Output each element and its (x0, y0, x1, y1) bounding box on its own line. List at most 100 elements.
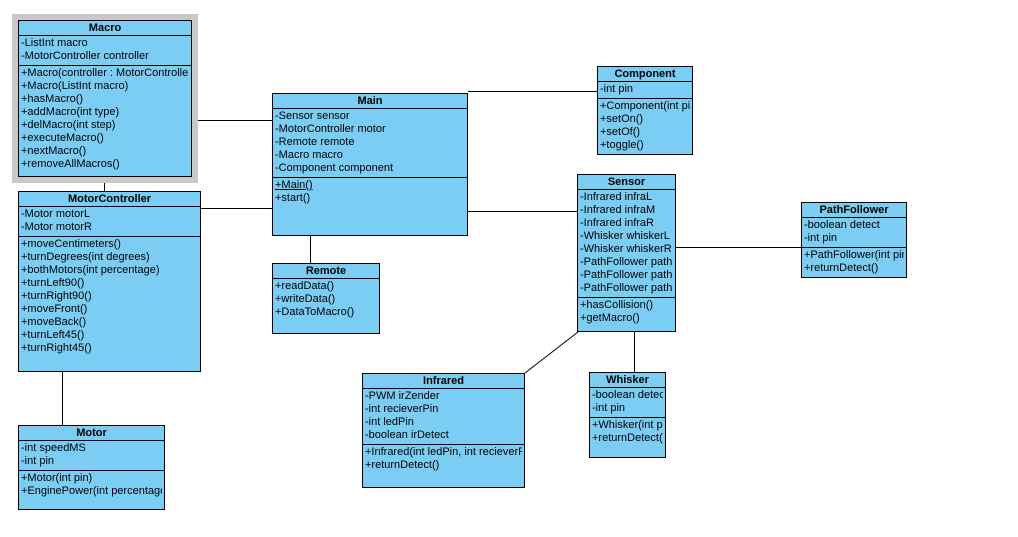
member-row: +Macro(controller : MotorController) (21, 67, 189, 79)
member-row: +turnDegrees(int degrees) (21, 251, 150, 263)
member-row: +setOf() (600, 126, 641, 138)
member-row: +turnRight45() (21, 342, 92, 354)
member-row: +PathFollower(int pin) (804, 249, 904, 261)
class-box-remote[interactable]: Remote +readData()+writeData()+DataToMac… (272, 263, 380, 334)
member-row: +Macro(ListInt macro) (21, 80, 129, 92)
member-row: +Motor(int pin) (21, 472, 93, 484)
member-row: -PWM irZender (365, 390, 440, 402)
class-box-motor[interactable]: Motor -int speedMS-int pin +Motor(int pi… (18, 425, 165, 510)
class-box-main[interactable]: Main -Sensor sensor-MotorController moto… (272, 93, 468, 236)
member-row: +setOn() (600, 113, 644, 125)
class-attributes: -Motor motorL-Motor motorR (19, 207, 200, 237)
member-row: -int recieverPin (365, 403, 439, 415)
member-row: +hasCollision() (580, 299, 654, 311)
member-row: -Infrared infraR (580, 217, 654, 229)
class-box-infrared[interactable]: Infrared -PWM irZender-int recieverPin-i… (362, 373, 525, 488)
member-row: -Whisker whiskerL (580, 230, 670, 242)
member-row: +nextMacro() (21, 145, 87, 157)
member-row: -int speedMS (21, 442, 86, 454)
class-methods: +readData()+writeData()+DataToMacro() (273, 279, 379, 333)
class-title: Sensor (578, 175, 675, 190)
member-row: -boolean detect (592, 389, 663, 401)
member-row: +start() (275, 192, 311, 204)
member-row: -ListInt macro (21, 37, 88, 49)
class-title: MotorController (19, 192, 200, 207)
member-row: +bothMotors(int percentage) (21, 264, 160, 276)
member-row: +returnDetect() (804, 262, 879, 274)
member-row: -PathFollower pathL (580, 256, 673, 268)
member-row: +moveCentimeters() (21, 238, 121, 250)
member-row: +toggle() (600, 139, 644, 151)
member-row: +turnLeft90() (21, 277, 85, 289)
member-row: -boolean detect (804, 219, 880, 231)
class-title: Infrared (363, 374, 524, 389)
class-box-motorcontroller[interactable]: MotorController -Motor motorL-Motor moto… (18, 191, 201, 372)
member-row: +moveFront() (21, 303, 88, 315)
member-row: +hasMacro() (21, 93, 84, 105)
class-title: Whisker (590, 373, 665, 388)
class-title: Motor (19, 426, 164, 441)
member-row: +returnDetect() (365, 459, 440, 471)
member-row: +readData() (275, 280, 335, 292)
class-box-sensor[interactable]: Sensor -Infrared infraL-Infrared infraM-… (577, 174, 676, 332)
member-row: +executeMacro() (21, 132, 104, 144)
member-row: +DataToMacro() (275, 306, 355, 318)
class-title: Main (273, 94, 467, 109)
member-row: -int pin (600, 83, 634, 95)
class-attributes: -boolean detect-int pin (802, 218, 906, 248)
class-attributes: -Infrared infraL-Infrared infraM-Infrare… (578, 190, 675, 298)
member-row: -Infrared infraM (580, 204, 656, 216)
member-row: -int pin (592, 402, 626, 414)
class-box-whisker[interactable]: Whisker -boolean detect-int pin +Whisker… (589, 372, 666, 458)
class-methods: +Component(int pin)+setOn()+setOf()+togg… (598, 99, 692, 154)
class-title: Macro (19, 21, 191, 36)
connector-sensor-infrared[interactable] (524, 331, 579, 374)
class-title: Component (598, 67, 692, 82)
member-row: -Whisker whiskerR (580, 243, 672, 255)
member-row: -MotorController controller (21, 50, 149, 62)
member-row: -int pin (804, 232, 838, 244)
member-row: +turnRight90() (21, 290, 92, 302)
member-row: +Component(int pin) (600, 100, 690, 112)
member-row: +Infrared(int ledPin, int recieverPin) (365, 446, 522, 458)
member-row: -Motor motorL (21, 208, 91, 220)
class-methods: +hasCollision()+getMacro() (578, 298, 675, 331)
class-attributes: -int pin (598, 82, 692, 99)
class-title: PathFollower (802, 203, 906, 218)
class-box-pathfollower[interactable]: PathFollower -boolean detect-int pin +Pa… (801, 202, 907, 278)
member-row: -Motor motorR (21, 221, 92, 233)
member-row: -int ledPin (365, 416, 414, 428)
member-row: -Macro macro (275, 149, 343, 161)
class-methods: +Motor(int pin)+EnginePower(int percenta… (19, 471, 164, 509)
member-row: -Infrared infraL (580, 191, 653, 203)
member-row: +Main() (275, 179, 313, 191)
class-methods: +Whisker(int pin)+returnDetect() (590, 418, 665, 457)
member-row: +delMacro(int step) (21, 119, 116, 131)
member-row: +getMacro() (580, 312, 640, 324)
class-title: Remote (273, 264, 379, 279)
class-box-component[interactable]: Component -int pin +Component(int pin)+s… (597, 66, 693, 155)
member-row: +returnDetect() (592, 432, 663, 444)
member-row: -PathFollower pathM (580, 269, 673, 281)
member-row: +turnLeft45() (21, 329, 85, 341)
member-row: -Remote remote (275, 136, 355, 148)
member-row: +removeAllMacros() (21, 158, 120, 170)
class-methods: +PathFollower(int pin)+returnDetect() (802, 248, 906, 277)
member-row: -Component component (275, 162, 394, 174)
member-row: -int pin (21, 455, 55, 467)
class-methods: +Main()+start() (273, 178, 467, 235)
class-attributes: -boolean detect-int pin (590, 388, 665, 418)
class-methods: +moveCentimeters()+turnDegrees(int degre… (19, 237, 200, 371)
class-attributes: -PWM irZender-int recieverPin-int ledPin… (363, 389, 524, 445)
member-row: -PathFollower pathR (580, 282, 673, 294)
class-attributes: -ListInt macro-MotorController controlle… (19, 36, 191, 66)
member-row: +moveBack() (21, 316, 87, 328)
class-methods: +Macro(controller : MotorController)+Mac… (19, 66, 191, 176)
member-row: +EnginePower(int percentage) (21, 485, 162, 497)
member-row: +addMacro(int type) (21, 106, 120, 118)
member-row: +Whisker(int pin) (592, 419, 663, 431)
class-box-macro[interactable]: Macro -ListInt macro-MotorController con… (18, 20, 192, 177)
member-row: -Sensor sensor (275, 110, 350, 122)
class-attributes: -int speedMS-int pin (19, 441, 164, 471)
